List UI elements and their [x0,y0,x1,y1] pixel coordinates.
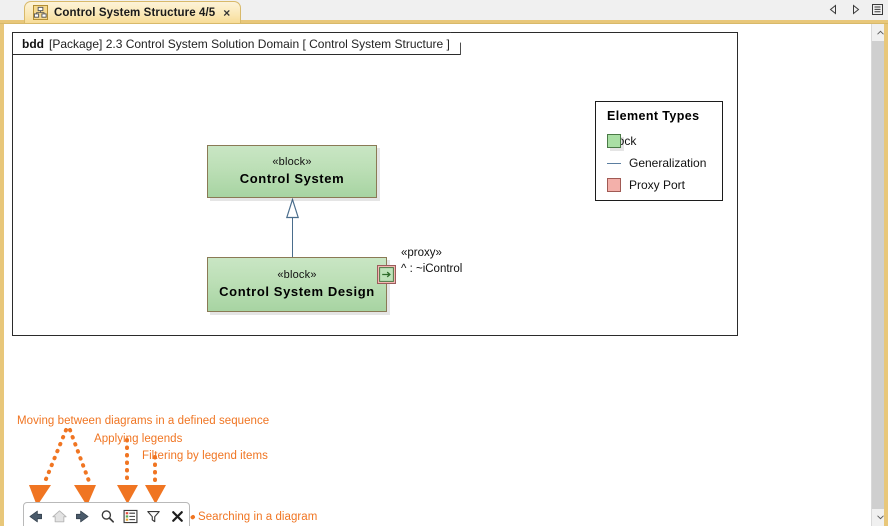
annotation-searching-in-a-diagram: Searching in a diagram [198,511,318,523]
diagram-kind-label: bdd [22,36,44,51]
tab-control-system-structure[interactable]: Control System Structure 4/5 × [15,1,242,24]
search-icon [101,510,114,523]
legend-title: Element Types [607,109,700,123]
diagram-frame-header: bdd [Package] 2.3 Control System Solutio… [12,32,461,55]
legend-box[interactable]: Element Types Block Generalization Proxy… [595,101,723,201]
tab-strip-controls [827,3,884,16]
generalization-arrow-icon [285,198,300,219]
tab-strip-underline [0,20,888,23]
legend-button[interactable] [119,503,142,526]
legend-list-icon [123,509,138,524]
close-button[interactable] [166,503,189,526]
annotation-moving-between-diagrams: Moving between diagrams in a defined seq… [17,415,270,427]
proxy-port[interactable] [377,265,396,284]
triangle-left-icon[interactable] [827,3,840,16]
diagram-frame: bdd [Package] 2.3 Control System Solutio… [12,32,738,336]
annotation-applying-legends: Applying legends [94,433,183,445]
block-control-system[interactable]: «block» Control System [207,145,377,198]
tab-strip: Control System Structure 4/5 × [0,0,888,24]
block-stereotype: «block» [277,269,317,281]
legend-item-label: Proxy Port [629,178,686,192]
block-control-system-design[interactable]: «block» Control System Design [207,257,387,312]
legend-item-generalization[interactable]: Generalization [607,152,722,174]
proxy-port-label: «proxy» ^ : ~iControl [401,245,462,277]
close-x-icon [171,511,183,522]
search-button[interactable] [95,503,118,526]
back-button[interactable] [24,503,47,526]
block-name: Control System Design [219,284,375,299]
diagram-toolbar[interactable] [23,502,190,526]
proxy-port-stereotype: «proxy» [401,247,442,259]
tab-close-icon[interactable]: × [223,5,231,20]
bdd-diagram-icon [33,5,48,20]
legend-swatch-block-icon [607,134,621,148]
block-name: Control System [239,171,345,186]
scroll-down-arrow-icon [876,515,884,520]
arrow-right-icon [76,510,89,523]
diagram-canvas[interactable]: bdd [Package] 2.3 Control System Solutio… [4,24,871,526]
diagram-qualified-name: [Package] 2.3 Control System Solution Do… [49,36,450,51]
scroll-up-arrow-icon [876,30,884,35]
pane-right-border [884,24,888,526]
legend-item-block[interactable]: Block [607,130,722,152]
generalization-line [292,218,293,257]
home-icon [52,510,67,523]
block-stereotype: «block» [272,156,312,168]
annotation-filtering-by-legend-items: Filtering by legend items [142,450,268,462]
proxy-port-type: ^ : ~iControl [401,263,463,275]
arrow-left-icon [29,510,43,523]
proxy-port-arrow-icon [379,267,394,282]
tab-label: Control System Structure 4/5 [54,6,216,19]
filter-button[interactable] [142,503,165,526]
diagram-pane: bdd [Package] 2.3 Control System Solutio… [0,24,888,526]
legend-swatch-generalization-icon [607,162,621,164]
list-icon[interactable] [871,3,884,16]
funnel-icon [147,511,161,523]
triangle-right-icon[interactable] [849,3,862,16]
legend-swatch-proxy-port-icon [607,178,621,192]
home-button[interactable] [47,503,70,526]
legend-item-label: Generalization [629,156,707,170]
legend-item-proxy-port[interactable]: Proxy Port [607,174,722,196]
forward-button[interactable] [71,503,94,526]
